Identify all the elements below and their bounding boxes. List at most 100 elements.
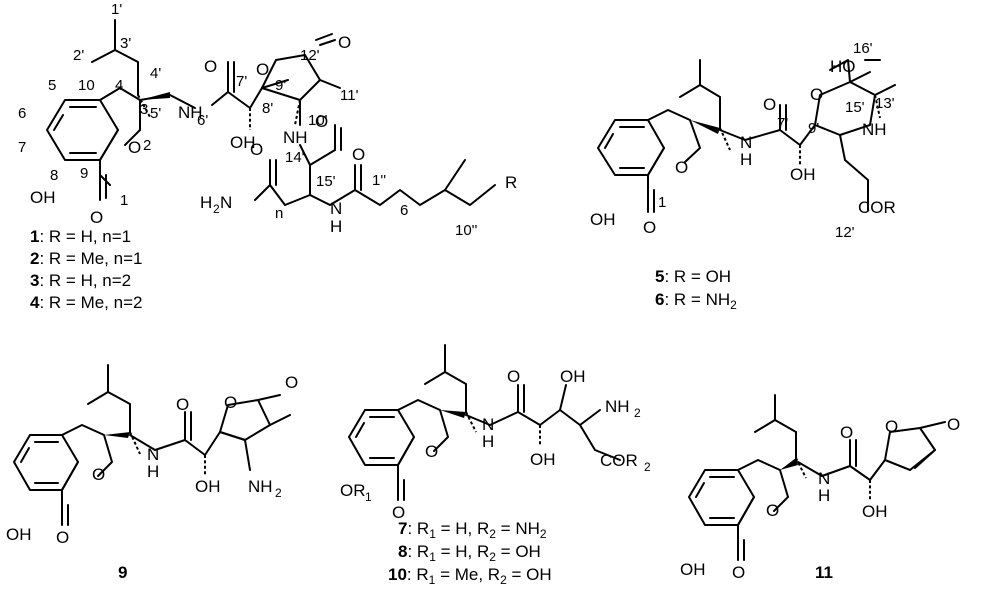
num-5p: 5' <box>150 105 161 122</box>
atom-cor-5: COR <box>858 198 896 217</box>
labels-compounds-5-6: HO 16' 13' 15' O 9' NH 7' O N H OH COR 1… <box>590 40 896 241</box>
num-3p: 3' <box>120 35 131 52</box>
num-6p: 6' <box>197 112 208 129</box>
atom-h-amide-5: H <box>740 150 752 169</box>
atom-o-11-co: O <box>732 563 745 582</box>
num-2p: 2' <box>73 47 84 64</box>
atom-or1-7: OR <box>340 481 366 500</box>
atom-oh-8p: OH <box>230 133 256 152</box>
atom-h2n: H <box>200 193 212 212</box>
atom-o-lactone-5: O <box>675 158 688 177</box>
compound-7-number: 7 <box>398 519 407 538</box>
atom-nh-amide-5: N <box>740 133 752 152</box>
atom-oh-7-top: OH <box>560 367 586 386</box>
compound-6-sub: 2 <box>730 298 737 312</box>
num-12p: 12' <box>300 47 320 64</box>
num-3: 3 <box>140 101 148 118</box>
captions-5-6: 5: R = OH 6: R = NH2 <box>655 267 737 312</box>
num-10pp: 10'' <box>455 222 478 239</box>
num-14p: 14' <box>285 149 305 166</box>
svg-text:5: R = OH: 5: R = OH <box>655 267 731 286</box>
atom-o-9-ring: O <box>224 393 237 412</box>
compound-1-number: 1 <box>30 227 39 246</box>
atom-h-11: H <box>818 486 830 505</box>
num-4p: 4' <box>150 65 161 82</box>
num-7p: 7' <box>236 73 247 90</box>
atom-o-11-lactone: O <box>766 501 779 520</box>
num-8: 8 <box>50 167 58 184</box>
labels-compound-11: O O O N H OH O O OH 11 <box>680 415 960 582</box>
compound-4-text: : R = Me, n=2 <box>39 293 142 312</box>
num-4: 4 <box>115 77 123 94</box>
compound-9-number: 9 <box>118 563 127 582</box>
svg-text:6: R = NH2: 6: R = NH2 <box>655 290 737 312</box>
compound-8-number: 8 <box>398 542 407 561</box>
atom-oh-9: OH <box>195 477 221 496</box>
atom-n-7: N <box>482 415 494 434</box>
atom-nh2-7: NH <box>605 397 630 416</box>
compound-5-number: 5 <box>655 267 664 286</box>
svg-text:8: R1 = H, R2 = OH: 8: R1 = H, R2 = OH <box>398 542 541 564</box>
num-9p-5: 9' <box>808 120 819 137</box>
atom-o-7p-5: O <box>763 95 776 114</box>
num-8p: 8' <box>262 100 273 117</box>
compound-5-text: : R = OH <box>664 267 731 286</box>
compound-11-number: 11 <box>815 563 833 582</box>
atom-h-1pp: H <box>330 217 342 236</box>
compound-3-number: 3 <box>30 271 39 290</box>
structure-compound-9 <box>13 364 291 526</box>
atom-o-12p: O <box>338 33 351 52</box>
structure-compounds-5-6 <box>597 59 896 213</box>
num-1-5: 1 <box>658 194 666 211</box>
num-16p-5: 16' <box>853 40 873 57</box>
atom-n-9: N <box>147 445 159 464</box>
atom-o-9-co: O <box>56 528 69 547</box>
num-5: 5 <box>48 77 56 94</box>
atom-oh-5: OH <box>590 210 616 229</box>
atom-o-9-lactone: O <box>92 465 105 484</box>
labels-compound-9: O O O N H OH NH 2 O O OH 9 <box>6 373 298 582</box>
atom-oh-8: OH <box>30 188 56 207</box>
atom-cor2-7: COR <box>600 451 638 470</box>
structure-compound-11 <box>688 394 946 561</box>
atom-o-amide: O <box>250 140 263 159</box>
num-15p-5: 15' <box>845 99 865 116</box>
compound-1-text: : R = H, n=1 <box>39 227 131 246</box>
atom-cor2-7-sub: 2 <box>644 460 651 474</box>
compound-6-number: 6 <box>655 290 664 309</box>
svg-text:2: R = Me, n=1: 2: R = Me, n=1 <box>30 249 142 268</box>
atom-six: 6 <box>400 202 408 219</box>
atom-o-ring: O <box>256 60 269 79</box>
num-10: 10 <box>78 77 95 94</box>
compound-2-text: : R = Me, n=1 <box>39 249 142 268</box>
num-9: 9 <box>80 165 88 182</box>
atom-n-11: N <box>818 469 830 488</box>
atom-o-9-amide: O <box>176 395 189 414</box>
captions-1-4: 1: R = H, n=1 2: R = Me, n=1 3: R = H, n… <box>30 227 142 312</box>
atom-o-7-co: O <box>392 503 405 522</box>
num-12p-5: 12' <box>835 224 855 241</box>
compound-2-number: 2 <box>30 249 39 268</box>
num-7p-5: 7' <box>777 115 788 132</box>
num-1pp: 1'' <box>372 172 386 189</box>
svg-text:1: R = H, n=1: 1: R = H, n=1 <box>30 227 131 246</box>
structure-compounds-1-4 <box>46 19 496 206</box>
atom-oh-11-phenol: OH <box>680 560 706 579</box>
compound-3-text: : R = H, n=2 <box>39 271 131 290</box>
svg-text:3: R = H, n=2: 3: R = H, n=2 <box>30 271 131 290</box>
atom-oh-8p-5: OH <box>790 165 816 184</box>
compound-4-number: 4 <box>30 293 40 312</box>
num-2: 2 <box>143 137 151 154</box>
labels-compounds-7-8-10: O OH NH 2 N H OH COR 2 O O OR 1 <box>340 367 651 522</box>
atom-o-11-ring: O <box>885 417 898 436</box>
compound-6-text: : R = NH <box>664 290 730 309</box>
atom-oh-11: OH <box>862 502 888 521</box>
num-10p: 10' <box>308 112 328 129</box>
atom-oh-9-phenol: OH <box>6 525 32 544</box>
atom-hn-10p: NH <box>283 128 308 147</box>
svg-text:4: R = Me, n=2: 4: R = Me, n=2 <box>30 293 142 312</box>
atom-ho-5: HO <box>830 57 856 76</box>
atom-o-7-lactone: O <box>425 442 438 461</box>
atom-o-1pp: O <box>352 145 365 164</box>
